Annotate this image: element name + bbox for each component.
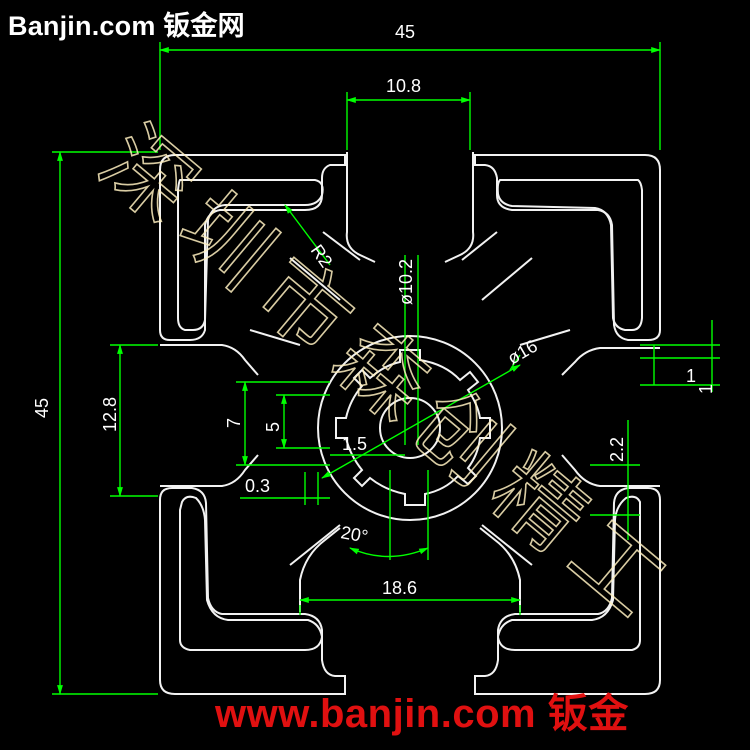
dim-edge-1a: 1 [686, 366, 696, 386]
dim-slot-width: 10.8 [386, 76, 421, 96]
dim-wall: 2.2 [607, 437, 627, 462]
bottom-brand: www.banjin.com 钣金 [215, 692, 629, 736]
dim-inner-7: 7 [224, 418, 244, 428]
dim-angle: 20° [339, 522, 369, 546]
dim-edge-1b: 1 [696, 384, 716, 394]
watermark: 深圳市森创精工 [82, 107, 695, 645]
dim-slot-height: 12.8 [100, 397, 120, 432]
dim-inner-5: 5 [263, 422, 283, 432]
dim-overall-width: 45 [395, 22, 415, 42]
dim-bottom-width: 18.6 [382, 578, 417, 598]
dim-overall-height: 45 [32, 398, 52, 418]
dim-spoke: 1.5 [342, 434, 367, 454]
top-brand: Banjin.com 钣金网 [8, 11, 245, 41]
dim-center-hole: ø10.2 [396, 259, 416, 305]
dim-gap: 0.3 [245, 476, 270, 496]
dimension-lines [52, 42, 720, 695]
